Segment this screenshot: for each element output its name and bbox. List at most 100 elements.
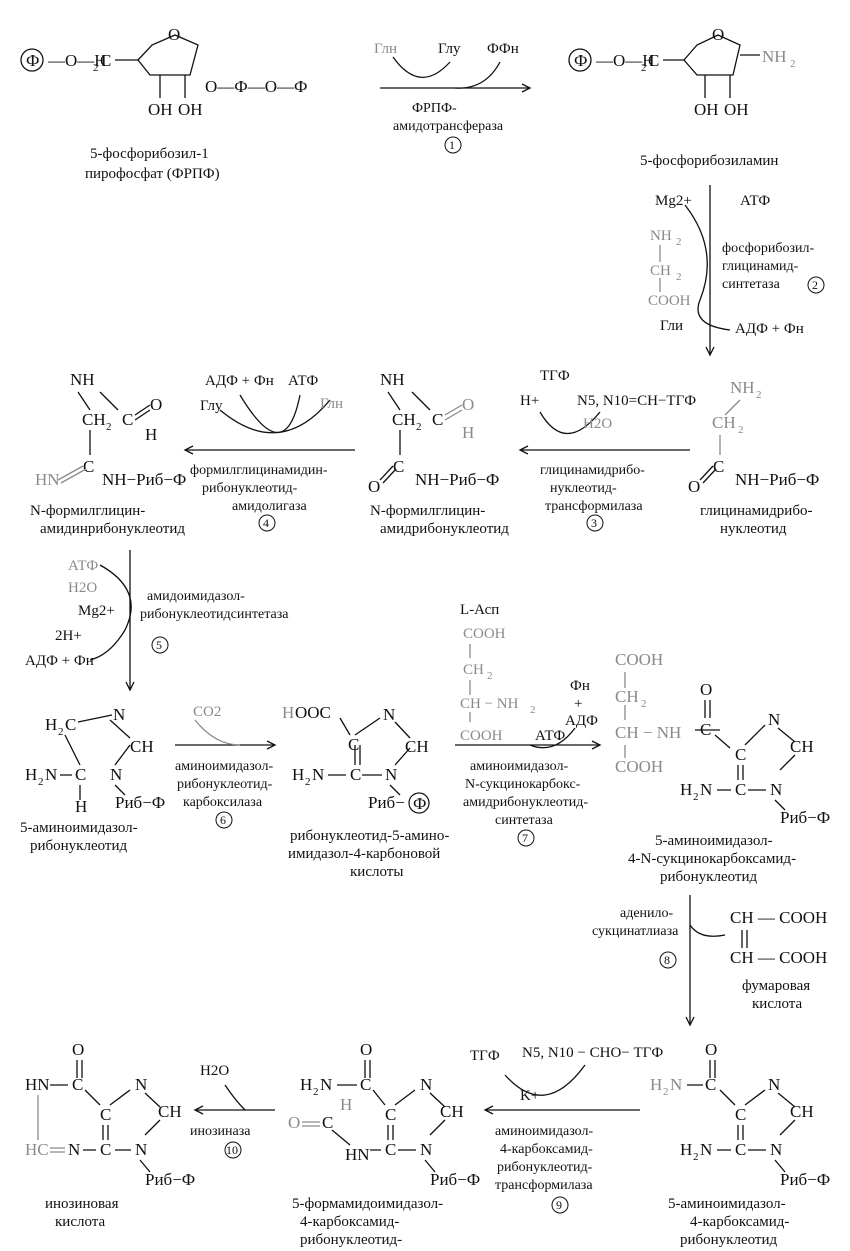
arrowhead-4 — [183, 445, 194, 455]
svg-text:CH: CH — [405, 737, 429, 756]
svg-text:C: C — [385, 1140, 396, 1159]
svg-text:2: 2 — [693, 791, 699, 803]
s3-enzyme-1: глицинамидрибо- — [540, 463, 645, 478]
svg-text:2: 2 — [313, 1086, 319, 1098]
curved-arrow-thf-9 — [504, 1064, 586, 1096]
svg-text:N: N — [385, 765, 397, 784]
compound-label-pra: 5-фосфорибозиламин — [640, 153, 778, 169]
s3-enzyme-3: трансформилаза — [545, 499, 643, 514]
svg-text:O: O — [712, 25, 724, 44]
svg-text:NH−Риб−Ф: NH−Риб−Ф — [102, 470, 186, 489]
svg-text:C: C — [350, 765, 361, 784]
svg-text:N: N — [45, 765, 57, 784]
svg-text:C: C — [385, 1105, 396, 1124]
svg-text:COOH: COOH — [648, 293, 691, 309]
svg-text:N: N — [420, 1140, 432, 1159]
svg-text:CH — COOH: CH — COOH — [730, 908, 827, 927]
svg-text:O: O — [150, 395, 162, 414]
arrowhead-10 — [193, 1105, 204, 1115]
svg-text:2: 2 — [58, 726, 64, 738]
step-number-5: 5 — [156, 638, 162, 652]
svg-text:C: C — [348, 735, 359, 754]
svg-text:H: H — [45, 715, 57, 734]
s7-asp: L-Асп — [460, 602, 499, 618]
svg-text:C: C — [735, 1140, 746, 1159]
compound-label-prpp-1: 5-фосфорибозил-1 — [90, 146, 209, 162]
svg-text:OH: OH — [694, 100, 719, 119]
svg-text:2: 2 — [416, 421, 422, 433]
s7-enzyme-3: амидрибонуклеотид- — [463, 795, 588, 810]
s4-enzyme-3: амидолигаза — [232, 499, 307, 514]
curved-arrow-atp-7 — [529, 727, 576, 749]
svg-text:2: 2 — [305, 776, 311, 788]
s6-enzyme-1: аминоимидазол- — [175, 759, 273, 774]
svg-text:CH − NH: CH − NH — [615, 723, 681, 742]
s2-cofactor: Mg2+ — [655, 193, 692, 209]
step-number-4: 4 — [263, 516, 269, 530]
s2-products: АДФ + Фн — [735, 321, 804, 337]
s7-atp: АТФ — [535, 728, 565, 744]
arrowhead-6 — [266, 740, 277, 750]
curved-arrow-atp — [684, 204, 731, 331]
svg-text:N: N — [135, 1075, 147, 1094]
curved-arrow-ppi — [454, 61, 501, 89]
svg-text:N: N — [768, 1075, 780, 1094]
s7-product-adp: АДФ — [565, 713, 598, 729]
s2-glycine: Гли — [660, 318, 683, 334]
s9-donor: N5, N10 − CHO− ТГФ — [522, 1045, 663, 1061]
s6-enzyme-3: карбоксилаза — [183, 795, 263, 810]
svg-text:N: N — [320, 1075, 332, 1094]
svg-text:CH: CH — [790, 1102, 814, 1121]
s7-product-pi: Фн — [570, 678, 590, 694]
svg-text:Риб−Ф: Риб−Ф — [115, 793, 165, 812]
svg-text:H: H — [25, 765, 37, 784]
curved-arrow-adp — [239, 394, 301, 434]
compound-label-cair-1: рибонуклеотид-5-амино- — [290, 828, 449, 844]
s2-enzyme-3: синтетаза — [722, 277, 781, 292]
compound-label-imp-2: кислота — [55, 1214, 105, 1230]
svg-text:C: C — [735, 745, 746, 764]
svg-text:N: N — [113, 705, 125, 724]
step-number-10: 10 — [226, 1143, 238, 1157]
svg-text:N: N — [770, 1140, 782, 1159]
s7-plus: + — [574, 696, 582, 712]
svg-text:O: O — [368, 477, 380, 496]
svg-text:O: O — [288, 1113, 300, 1132]
step-number-8: 8 — [664, 953, 670, 967]
s4-enzyme-1: формилглицинамидин- — [190, 463, 328, 478]
compound-label-fgar-2: амидрибонуклеотид — [380, 521, 509, 537]
compound-label-fgar-1: N-формилглицин- — [370, 503, 485, 519]
svg-text:C: C — [100, 1140, 111, 1159]
svg-text:NH: NH — [380, 370, 405, 389]
arrowhead-8 — [685, 1016, 695, 1027]
svg-text:H: H — [292, 765, 304, 784]
svg-text:2: 2 — [693, 1151, 699, 1163]
svg-text:NH: NH — [650, 228, 672, 244]
svg-text:H: H — [680, 1140, 692, 1159]
s2-enzyme-2: глицинамид- — [722, 259, 799, 274]
svg-text:N: N — [770, 780, 782, 799]
svg-text:CH: CH — [130, 737, 154, 756]
svg-text:2: 2 — [790, 58, 796, 70]
s1-enzyme-2: амидотрансфераза — [393, 119, 504, 134]
s5-product-adp: АДФ + Фн — [25, 653, 94, 669]
compound-label-cair-3: кислоты — [350, 864, 403, 880]
s9-enzyme-4: трансформилаза — [495, 1178, 593, 1193]
compound-label-gar-2: нуклеотид — [720, 521, 787, 537]
svg-text:Риб−Ф: Риб−Ф — [430, 1170, 480, 1189]
svg-text:N: N — [110, 765, 122, 784]
svg-text:CH: CH — [712, 413, 736, 432]
s9-product: ТГФ — [470, 1048, 500, 1064]
svg-text:CH: CH — [82, 410, 106, 429]
svg-text:2: 2 — [663, 1086, 669, 1098]
svg-text:C: C — [322, 1113, 333, 1132]
svg-text:OH: OH — [724, 100, 749, 119]
s4-product-adp: АДФ + Фн — [205, 373, 274, 389]
compound-label-saicar-1: 5-аминоимидазол- — [655, 833, 773, 849]
compound-label-fumarate-1: фумаровая — [742, 978, 810, 994]
svg-text:C: C — [393, 457, 404, 476]
compound-label-fgam-2: амидинрибонуклеотид — [40, 521, 185, 537]
